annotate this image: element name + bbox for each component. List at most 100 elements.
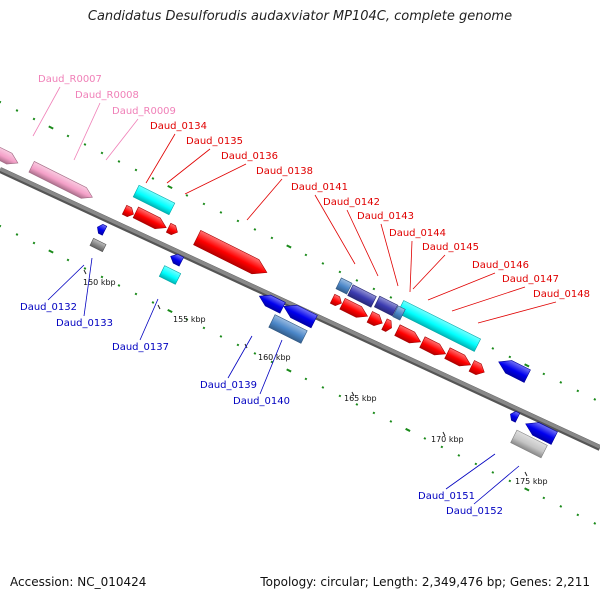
leader-line xyxy=(473,465,520,505)
tick-label: 170 kbp xyxy=(431,435,464,444)
gc-content-mark xyxy=(0,224,2,228)
gene-Daud_0140 xyxy=(268,314,308,344)
gene-shape xyxy=(132,206,167,229)
tick-label: 155 kbp xyxy=(173,315,206,324)
tick-mark xyxy=(442,431,446,437)
gene-shape xyxy=(510,411,521,423)
gene-Daud_0148-c xyxy=(444,347,472,367)
gc-skew-mark xyxy=(253,228,257,231)
gene-shape xyxy=(329,293,342,307)
gc-content-mark xyxy=(457,454,461,457)
gene-Daud_0143 xyxy=(373,295,399,317)
leader-line xyxy=(166,148,211,184)
gene-label: Daud_0135 xyxy=(186,136,243,147)
gene-shape xyxy=(392,305,406,321)
gc-content-mark xyxy=(389,420,393,423)
gene-label: Daud_R0009 xyxy=(112,106,176,117)
genome-summary-text: Topology: circular; Length: 2,349,476 bp… xyxy=(260,575,590,589)
gc-content-mark xyxy=(405,427,411,432)
gene-Daud_0137 xyxy=(158,265,182,285)
gc-content-mark xyxy=(185,318,189,321)
gene-Daud_0138 xyxy=(193,230,268,275)
gc-content-mark xyxy=(355,403,359,406)
gene-shape xyxy=(394,324,422,344)
gene-Daud_0148-d xyxy=(468,360,485,376)
leader-line xyxy=(427,272,496,301)
gc-content-mark xyxy=(338,394,342,398)
gc-skew-mark xyxy=(304,253,308,257)
gc-content-mark xyxy=(83,267,87,270)
gc-skew-mark xyxy=(286,244,292,249)
gc-skew-mark xyxy=(491,347,495,350)
gene-Daud_0148-b xyxy=(419,336,447,356)
gene-label: Daud_0143 xyxy=(357,211,414,222)
leader-line xyxy=(32,86,61,137)
gene-shape xyxy=(121,204,134,218)
gc-content-mark xyxy=(219,335,223,338)
gene-Daud_0139 xyxy=(283,304,318,329)
gc-content-mark xyxy=(48,249,54,254)
gene-Daud_0151 xyxy=(510,411,521,423)
gene-shape xyxy=(366,311,383,327)
gene-label: Daud_0139 xyxy=(200,380,257,391)
leader-line xyxy=(477,301,557,324)
gene-Daud_0152 xyxy=(510,429,548,459)
gene-shape xyxy=(132,184,176,216)
gene-shape xyxy=(468,360,485,376)
tick-mark xyxy=(351,391,355,397)
gc-skew-mark xyxy=(559,381,563,384)
gc-skew-mark xyxy=(321,262,325,265)
gc-skew-mark xyxy=(134,168,138,172)
gene-label: Daud_0137 xyxy=(112,342,169,353)
gene-shape xyxy=(381,318,392,332)
tick-label: 150 kbp xyxy=(83,278,116,287)
gene-Daud_R0008 xyxy=(28,161,93,199)
gc-skew-mark xyxy=(83,143,87,146)
leader-line xyxy=(445,453,496,490)
leader-line xyxy=(451,286,526,312)
gene-label: Daud_0133 xyxy=(56,318,113,329)
gc-skew-mark xyxy=(167,184,173,189)
gc-skew-mark xyxy=(0,100,2,104)
gc-content-mark xyxy=(100,275,104,279)
gene-shape xyxy=(347,284,377,308)
gene-Daud_R0007 xyxy=(0,139,19,165)
gene-Daud_0144 xyxy=(392,305,406,321)
tick-label: 160 kbp xyxy=(258,353,291,362)
tick-mark xyxy=(524,471,528,477)
gc-content-mark xyxy=(440,445,444,449)
tick-label: 175 kbp xyxy=(515,477,548,486)
leader-line xyxy=(227,335,253,379)
gc-content-mark xyxy=(134,292,138,296)
gene-shape xyxy=(89,237,107,253)
gc-skew-mark xyxy=(117,160,121,163)
gene-shape xyxy=(258,294,286,314)
gene-shape xyxy=(335,277,353,295)
gene-shape xyxy=(165,222,178,236)
gc-content-mark xyxy=(576,513,580,517)
leader-line xyxy=(184,163,247,195)
leader-line xyxy=(412,254,446,290)
gc-content-mark xyxy=(542,496,546,500)
gene-label: Daud_0144 xyxy=(389,228,446,239)
gc-content-mark xyxy=(321,386,325,389)
gc-content-mark xyxy=(167,308,173,313)
gc-content-mark xyxy=(253,352,257,355)
gene-label: Daud_0152 xyxy=(446,506,503,517)
gene-label: Daud_0145 xyxy=(422,242,479,253)
gene-label: Daud_0140 xyxy=(233,396,290,407)
gene-shape xyxy=(0,139,19,165)
gene-shape xyxy=(419,336,447,356)
gc-content-mark xyxy=(372,411,376,415)
gc-content-mark xyxy=(423,437,427,440)
gc-skew-mark xyxy=(542,372,546,376)
gc-skew-mark xyxy=(338,270,342,274)
gc-content-mark xyxy=(270,360,274,364)
gene-shape xyxy=(268,314,308,344)
gene-Daud_0135 xyxy=(132,206,167,229)
gc-skew-mark xyxy=(15,109,19,112)
gene-shape xyxy=(28,161,93,199)
gc-skew-mark xyxy=(100,151,104,155)
gene-label: Daud_0136 xyxy=(221,151,278,162)
